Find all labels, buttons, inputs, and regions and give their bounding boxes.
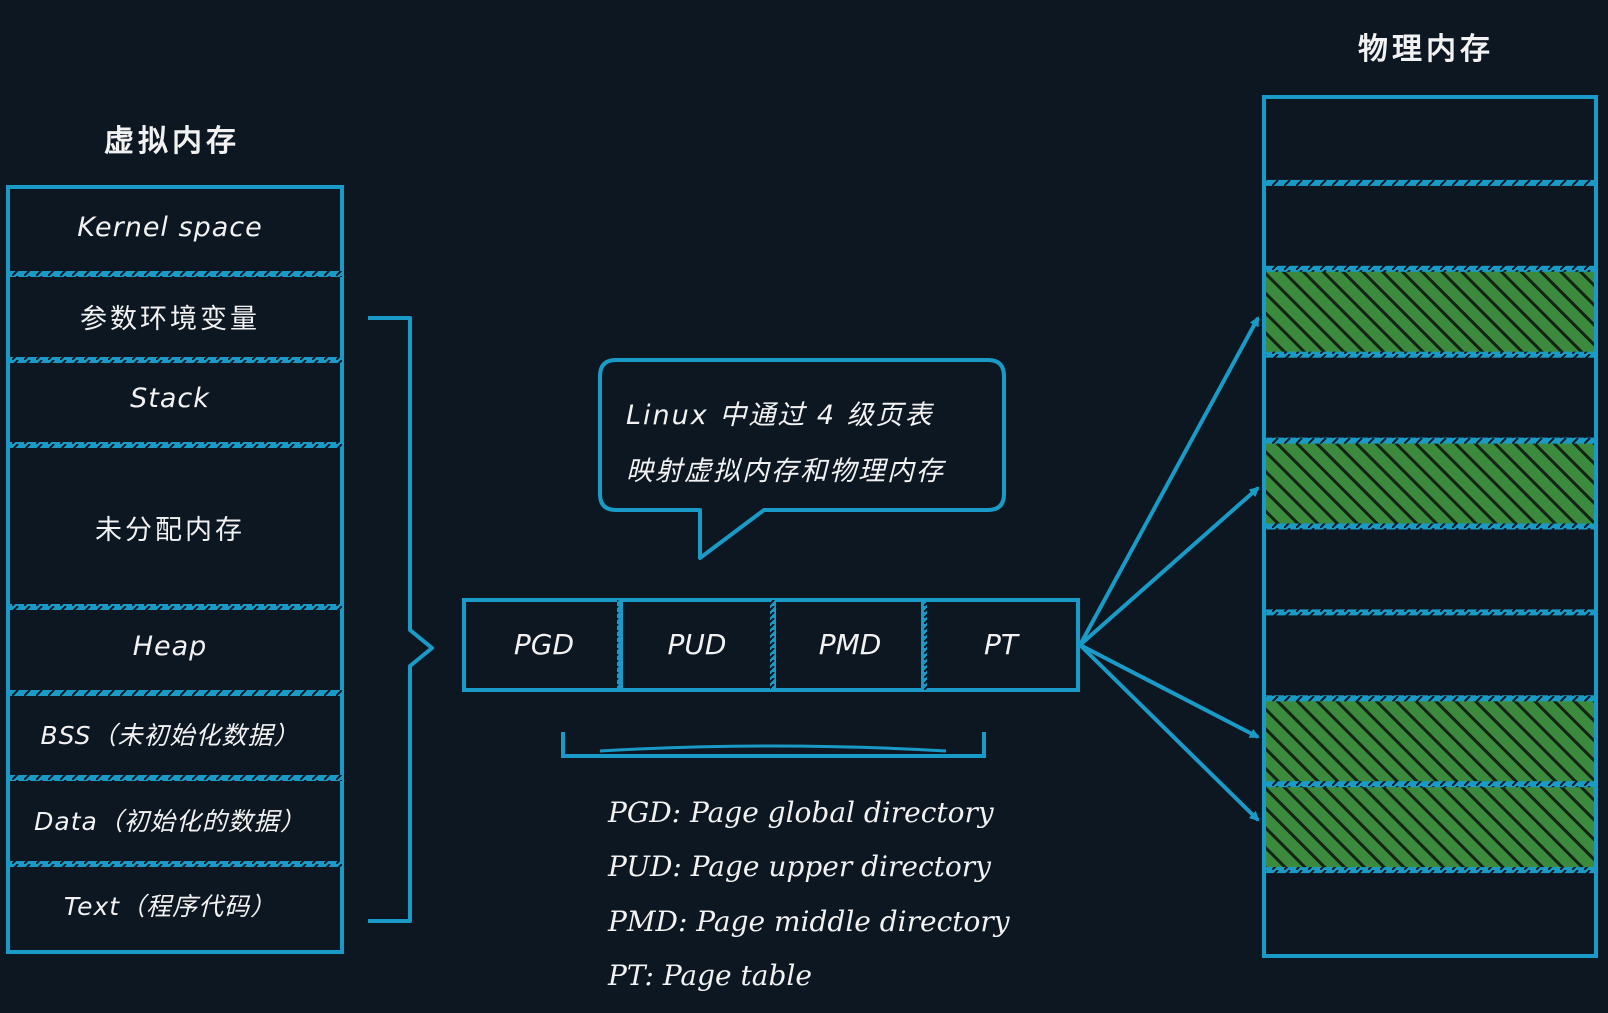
- page-table-brace-inner: [599, 744, 947, 753]
- segment-divider: [8, 357, 342, 363]
- frame-divider: [1264, 867, 1596, 874]
- level-label-pgd: PGD: [513, 628, 575, 661]
- segment-label-heap: Heap: [132, 631, 208, 662]
- level-divider: [921, 600, 927, 690]
- level-label-pmd: PMD: [818, 628, 882, 661]
- frame-divider: [1264, 781, 1596, 788]
- level-label-pt: PT: [984, 628, 1018, 661]
- frame-divider: [1264, 179, 1596, 186]
- physical-frame-mapped: [1264, 784, 1596, 871]
- frame-divider: [1264, 265, 1596, 272]
- legend-pt: PT: Page table: [608, 959, 812, 992]
- page-table-levels: [462, 598, 1080, 692]
- level-divider: [617, 600, 623, 690]
- frame-divider: [1264, 523, 1596, 530]
- segment-divider: [8, 690, 342, 696]
- mapping-arrow: [1079, 643, 1260, 739]
- page-table-brace: [561, 732, 986, 758]
- segment-label-unallocated: 未分配内存: [95, 515, 245, 546]
- physical-frame-mapped: [1264, 440, 1596, 527]
- user-space-brace: [368, 316, 434, 923]
- segment-label-bss: BSS（未初始化数据）: [40, 721, 300, 750]
- level-divider: [770, 600, 776, 690]
- virtual-memory-stack: [6, 185, 344, 954]
- mapping-arrow: [1078, 316, 1260, 646]
- mapping-arrow: [1078, 486, 1260, 647]
- frame-divider: [1264, 695, 1596, 702]
- virtual-memory-title: 虚拟内存: [104, 124, 240, 159]
- mapping-arrow: [1078, 643, 1260, 822]
- physical-memory-outline: [1262, 95, 1598, 958]
- mapping-arrows: [1078, 316, 1260, 822]
- frame-divider: [1264, 609, 1596, 616]
- segment-label-env: 参数环境变量: [80, 304, 260, 335]
- segment-divider: [8, 775, 342, 781]
- physical-frame-mapped: [1264, 698, 1596, 785]
- segment-label-stack: Stack: [130, 383, 210, 414]
- legend-pud: PUD: Page upper directory: [608, 850, 991, 883]
- frame-divider: [1264, 437, 1596, 444]
- segment-divider: [8, 604, 342, 610]
- virtual-memory-outline: [6, 185, 344, 954]
- physical-frame-mapped: [1264, 268, 1596, 355]
- level-label-pud: PUD: [667, 628, 727, 661]
- legend-pgd: PGD: Page global directory: [608, 796, 994, 829]
- callout-line-1: Linux 中通过 4 级页表: [626, 400, 934, 431]
- physical-memory-title: 物理内存: [1358, 32, 1494, 67]
- segment-label-text: Text（程序代码）: [63, 892, 277, 921]
- legend-pmd: PMD: Page middle directory: [608, 905, 1010, 938]
- frame-divider: [1264, 351, 1596, 358]
- segment-label-kernel: Kernel space: [77, 212, 263, 243]
- callout-line-2: 映射虚拟内存和物理内存: [626, 456, 945, 487]
- segment-divider: [8, 271, 342, 277]
- segment-label-data: Data（初始化的数据）: [34, 807, 306, 836]
- segment-divider: [8, 861, 342, 867]
- callout-bubble: [598, 358, 1006, 560]
- segment-divider: [8, 442, 342, 448]
- physical-memory-frames: [1262, 95, 1598, 958]
